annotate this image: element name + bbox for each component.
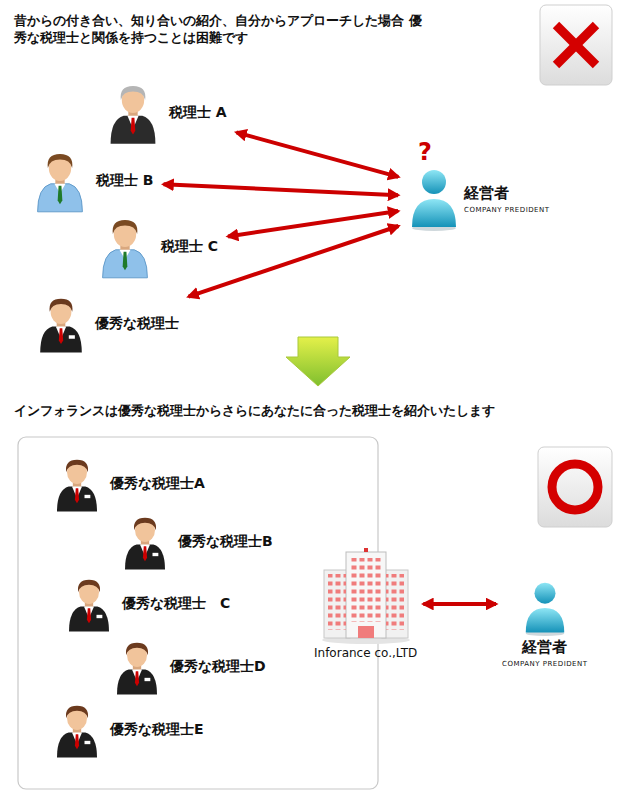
person-icon <box>32 148 88 214</box>
double-arrow <box>423 602 496 606</box>
person-icon <box>64 574 114 634</box>
building-icon <box>318 548 414 644</box>
node-label: 優秀な税理士 <box>95 315 179 333</box>
node-label: 経営者 <box>464 184 550 203</box>
node-box: 税理士 C <box>95 212 220 282</box>
node-box: 優秀な税理士E <box>50 698 206 762</box>
person-icon <box>52 700 102 760</box>
question-mark: ? <box>418 138 432 166</box>
person-icon <box>105 80 161 146</box>
node-box: 優秀な税理士D <box>110 635 268 699</box>
node-box: Inforance co.,LTD <box>312 546 419 662</box>
node-label: 優秀な税理士B <box>178 533 273 551</box>
node-label: Inforance co.,LTD <box>314 646 417 660</box>
double-arrow <box>164 184 398 195</box>
node-label: 税理士 B <box>96 172 154 190</box>
node-label: 税理士 A <box>169 104 227 122</box>
node-label: 経営者 <box>522 638 567 657</box>
down-arrow <box>286 337 350 386</box>
node-box: 優秀な税理士A <box>50 452 207 516</box>
node-label: 優秀な税理士E <box>110 721 204 739</box>
node-box: 優秀な税理士 C <box>62 572 232 636</box>
node-box: 税理士 A <box>103 78 229 148</box>
node-box: 経営者 COMPANY PREDIDENT <box>406 165 552 233</box>
person-icon <box>120 512 170 572</box>
node-box: 優秀な税理士B <box>118 510 275 574</box>
double-arrow <box>236 132 398 176</box>
person-icon <box>112 637 162 697</box>
double-arrow <box>189 226 399 297</box>
person-icon <box>35 292 87 356</box>
text-stack: 経営者 COMPANY PREDIDENT <box>464 184 550 214</box>
node-label: 優秀な税理士A <box>110 475 205 493</box>
node-sublabel: COMPANY PREDIDENT <box>502 660 588 668</box>
node-label: 税理士 C <box>161 238 218 256</box>
node-box: 経営者 COMPANY PREDIDENT <box>500 578 590 670</box>
person-icon <box>97 214 153 280</box>
node-sublabel: COMPANY PREDIDENT <box>464 206 550 214</box>
person-icon <box>408 167 460 231</box>
title: 昔からの付き合い、知り合いの紹介、自分からアプローチした場合 優秀な税理士と関係… <box>14 12 434 46</box>
node-box: 税理士 B <box>30 146 156 216</box>
person-icon <box>52 454 102 514</box>
node-label: 優秀な税理士D <box>170 658 266 676</box>
person-icon <box>519 580 571 636</box>
circle-mark <box>538 447 612 527</box>
cross-mark <box>540 5 612 85</box>
node-box: 優秀な税理士 <box>33 290 181 358</box>
subheading: インフォランスは優秀な税理士からさらにあなたに合った税理士を紹介いたします <box>14 402 495 420</box>
node-label: 優秀な税理士 C <box>122 595 230 613</box>
